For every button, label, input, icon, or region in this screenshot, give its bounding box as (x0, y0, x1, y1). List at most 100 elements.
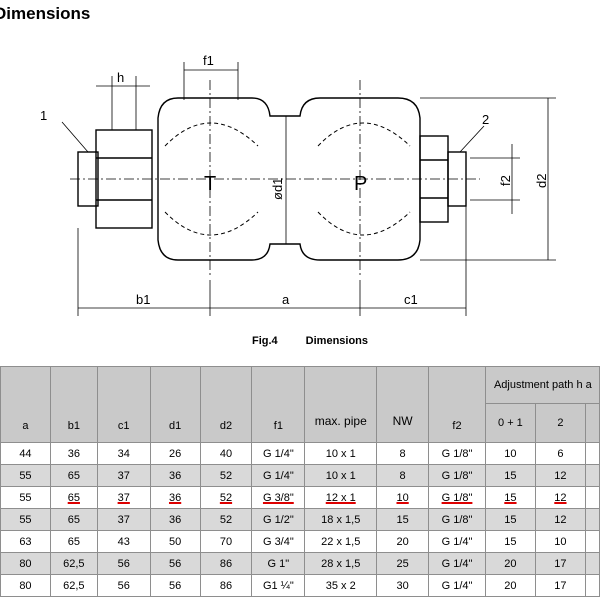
cell: 20 (376, 530, 430, 553)
col-header-f2: f2 (428, 366, 486, 443)
cell: 65 (49, 486, 98, 509)
label-d1: ød1 (270, 178, 285, 200)
cell: G 1/8" (428, 508, 486, 531)
figure-caption: Fig.4 Dimensions (252, 335, 368, 347)
cell: 15 (484, 486, 536, 509)
cell: 36 (149, 464, 201, 487)
cell: 86 (199, 552, 253, 575)
cell-empty (584, 574, 600, 597)
label-c1: c1 (404, 292, 418, 307)
cell: 25 (376, 552, 430, 575)
cell: 55 (0, 508, 51, 531)
group-header-adjustment: Adjustment path h a (484, 366, 600, 404)
col-header-0-plus-1: 0 + 1 (484, 403, 536, 443)
cell: G 3/8" (251, 486, 306, 509)
cell: 6 (534, 442, 586, 465)
label-d2: d2 (534, 174, 549, 188)
cell: 37 (96, 508, 151, 531)
cell: 80 (0, 574, 51, 597)
cell: 43 (96, 530, 151, 553)
cell: G 1/4" (251, 442, 306, 465)
col-header-c1: c1 (96, 366, 151, 443)
cell: 20 (484, 552, 536, 575)
col-header-d2: d2 (199, 366, 253, 443)
cell: 52 (199, 464, 253, 487)
cell: 63 (0, 530, 51, 553)
cell: 70 (199, 530, 253, 553)
cell: 15 (484, 508, 536, 531)
cell: 12 (534, 486, 586, 509)
cell-empty (584, 486, 600, 509)
cell: 15 (484, 464, 536, 487)
col-header-2: 2 (534, 403, 586, 443)
cell: 34 (96, 442, 151, 465)
cell: G 1/4" (251, 464, 306, 487)
cell: 52 (199, 486, 253, 509)
cell: G 1/4" (428, 552, 486, 575)
cell: 36 (149, 508, 201, 531)
body-outline (157, 97, 421, 261)
cell: 56 (149, 552, 201, 575)
cell: 52 (199, 508, 253, 531)
cell: 26 (149, 442, 201, 465)
label-b1: b1 (136, 292, 150, 307)
cell-empty (584, 442, 600, 465)
cell: G 1/4" (428, 574, 486, 597)
cell-empty (584, 464, 600, 487)
cell: 10 (484, 442, 536, 465)
callout-2: 2 (482, 112, 489, 127)
cell: G 1/8" (428, 486, 486, 509)
cell: 8 (376, 464, 430, 487)
label-f2: f2 (498, 175, 513, 186)
cell: G1 ¼" (251, 574, 306, 597)
cell: 8 (376, 442, 430, 465)
cell: 15 (484, 530, 536, 553)
cell: 56 (96, 574, 151, 597)
technical-drawing: h f1 1 2 T P ød1 f2 d2 b1 a c1 (40, 53, 556, 316)
col-header-nw: NW (376, 366, 430, 443)
caption-title: Dimensions (305, 335, 369, 347)
cell: 65 (49, 464, 98, 487)
cell: 20 (484, 574, 536, 597)
cell: G 3/4" (251, 530, 306, 553)
cell: 50 (149, 530, 201, 553)
cell: 62,5 (49, 552, 98, 575)
label-f1: f1 (203, 53, 214, 68)
cell: G 1" (251, 552, 306, 575)
cell: 80 (0, 552, 51, 575)
cell: 22 x 1,5 (304, 530, 378, 553)
cell: G 1/8" (428, 442, 486, 465)
cell: 12 x 1 (304, 486, 378, 509)
cell: 44 (0, 442, 51, 465)
cell: 28 x 1,5 (304, 552, 378, 575)
cell: 65 (49, 508, 98, 531)
cell: 56 (96, 552, 151, 575)
col-header-a: a (0, 366, 51, 443)
cell: 40 (199, 442, 253, 465)
cell: 15 (376, 508, 430, 531)
cell: 55 (0, 486, 51, 509)
cell: 86 (199, 574, 253, 597)
label-h: h (117, 70, 124, 85)
caption-fig: Fig.4 (252, 335, 278, 347)
cell: 36 (149, 486, 201, 509)
page-heading-text: Dimensions (0, 4, 91, 23)
cell: 65 (49, 530, 98, 553)
cell: 30 (376, 574, 430, 597)
cell: 37 (96, 464, 151, 487)
cell: G 1/4" (428, 530, 486, 553)
col-header-d1: d1 (149, 366, 201, 443)
cell: 35 x 2 (304, 574, 378, 597)
label-T: T (204, 173, 216, 195)
cell: 17 (534, 574, 586, 597)
cell: 10 x 1 (304, 442, 378, 465)
cell: G 1/8" (428, 464, 486, 487)
cell: 10 (376, 486, 430, 509)
cell: 10 (534, 530, 586, 553)
